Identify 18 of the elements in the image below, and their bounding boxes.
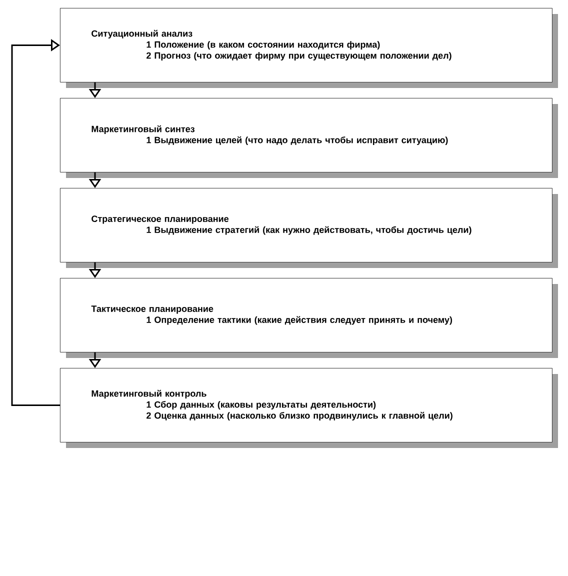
stage-box: [60, 98, 558, 178]
step-text: 1 Положение (в каком состоянии находится фирма): [146, 41, 380, 50]
stage-title: Маркетинговый синтез: [92, 125, 195, 134]
step-text: 2 Прогноз (что ожидает фирму при существующем положении дел): [146, 52, 452, 60]
step-text: 1 Выдвижение стратегий (как нужно действовать, чтобы достичь цели): [146, 226, 472, 235]
stage-box: [60, 188, 558, 268]
step-text: 1 Определение тактики (какие действия следует принять и почему): [146, 316, 452, 325]
step-text: 1 Выдвижение целей (что надо делать чтобы исправит ситуацию): [146, 136, 448, 145]
stage-box: [60, 278, 558, 358]
arrow: [11, 39, 60, 406]
stage-title: Тактическое планирование: [91, 306, 214, 314]
step-text: 2 Оценка данных (насколько близко продвинулись к главной цели): [146, 412, 452, 420]
stage-box: [60, 8, 558, 88]
step-text: 1 Сбор данных (каковы результаты деятельности): [146, 401, 376, 410]
stage-title: Ситуационный анализ: [92, 30, 192, 38]
stage-title: Стратегическое планирование: [92, 216, 229, 224]
stage-title: Маркетинговый контроль: [92, 390, 206, 398]
stage-box: [60, 368, 558, 448]
